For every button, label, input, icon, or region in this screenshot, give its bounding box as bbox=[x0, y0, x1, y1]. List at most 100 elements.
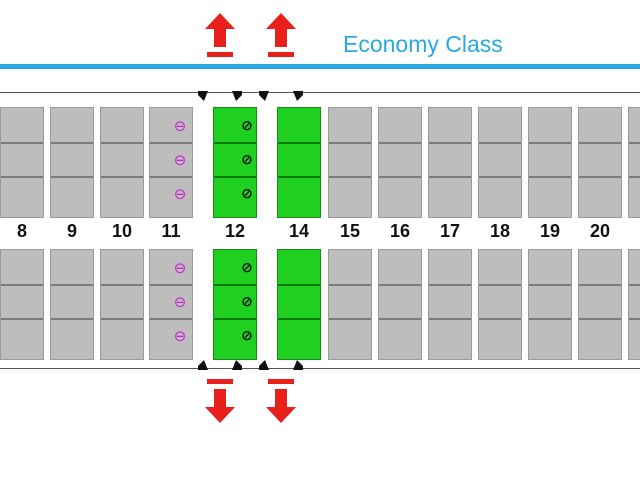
seat-divider bbox=[101, 318, 143, 320]
seat-divider bbox=[529, 284, 571, 286]
seat-divider bbox=[529, 176, 571, 178]
seat-divider bbox=[101, 142, 143, 144]
seat-divider bbox=[51, 142, 93, 144]
no-entry-icon: ⊘ bbox=[241, 328, 253, 344]
seat-block-row-16-upper[interactable] bbox=[378, 107, 422, 218]
row-number-2: 2 bbox=[628, 221, 640, 242]
seat-block-row-12-upper[interactable] bbox=[213, 107, 257, 218]
seat-divider bbox=[479, 142, 521, 144]
seat-divider bbox=[379, 142, 421, 144]
seat-block-row-2-lower[interactable] bbox=[628, 249, 640, 360]
exit-arrow-bottom-12-icon bbox=[205, 379, 235, 423]
exit-door-marker-icon bbox=[259, 360, 269, 370]
seat-divider bbox=[51, 318, 93, 320]
seat-block-row-10-lower[interactable] bbox=[100, 249, 144, 360]
seat-divider bbox=[429, 142, 471, 144]
seat-block-row-19-upper[interactable] bbox=[528, 107, 572, 218]
exit-arrow-bottom-14-icon bbox=[266, 379, 296, 423]
seat-divider bbox=[529, 318, 571, 320]
seat-divider bbox=[629, 176, 640, 178]
seat-block-row-12-lower[interactable] bbox=[213, 249, 257, 360]
exit-door-marker-icon bbox=[259, 91, 269, 101]
seat-block-row-8-lower[interactable] bbox=[0, 249, 44, 360]
no-entry-icon: ⊘ bbox=[241, 260, 253, 276]
no-entry-icon: ⊘ bbox=[241, 186, 253, 202]
minus-circle-icon: ⊖ bbox=[173, 327, 187, 345]
row-number-15: 15 bbox=[339, 221, 361, 241]
row-number-10: 10 bbox=[111, 221, 133, 241]
seat-block-row-15-lower[interactable] bbox=[328, 249, 372, 360]
seat-divider bbox=[429, 318, 471, 320]
seat-divider bbox=[379, 318, 421, 320]
seat-block-row-14-lower[interactable] bbox=[277, 249, 321, 360]
seat-divider bbox=[1, 176, 43, 178]
seat-divider bbox=[529, 142, 571, 144]
cabin-outline bbox=[0, 92, 640, 369]
seat-divider bbox=[1, 284, 43, 286]
seat-divider bbox=[278, 318, 320, 320]
seat-divider bbox=[278, 284, 320, 286]
seat-divider bbox=[329, 284, 371, 286]
seat-divider bbox=[579, 176, 621, 178]
exit-door-marker-icon bbox=[232, 91, 242, 101]
seat-block-row-9-lower[interactable] bbox=[50, 249, 94, 360]
seat-block-row-20-lower[interactable] bbox=[578, 249, 622, 360]
cabin-class-title: Economy Class bbox=[343, 31, 503, 57]
seat-divider bbox=[479, 318, 521, 320]
seat-divider bbox=[379, 284, 421, 286]
row-number-8: 8 bbox=[16, 221, 27, 241]
row-number-9: 9 bbox=[66, 221, 77, 241]
seat-divider bbox=[51, 176, 93, 178]
seat-block-row-14-upper[interactable] bbox=[277, 107, 321, 218]
row-number-18: 18 bbox=[489, 221, 511, 241]
row-number-20: 20 bbox=[589, 221, 611, 241]
seat-divider bbox=[150, 318, 192, 320]
seat-divider bbox=[101, 284, 143, 286]
seat-divider bbox=[479, 284, 521, 286]
exit-door-marker-icon bbox=[232, 360, 242, 370]
row-number-14: 14 bbox=[288, 221, 310, 241]
seat-block-row-18-lower[interactable] bbox=[478, 249, 522, 360]
seat-divider bbox=[1, 142, 43, 144]
seat-divider bbox=[214, 284, 256, 286]
seat-block-row-20-upper[interactable] bbox=[578, 107, 622, 218]
seat-divider bbox=[278, 142, 320, 144]
seat-block-row-8-upper[interactable] bbox=[0, 107, 44, 218]
seat-block-row-19-lower[interactable] bbox=[528, 249, 572, 360]
row-number-17: 17 bbox=[439, 221, 461, 241]
no-entry-icon: ⊘ bbox=[241, 118, 253, 134]
seat-block-row-17-upper[interactable] bbox=[428, 107, 472, 218]
seat-divider bbox=[479, 176, 521, 178]
seat-divider bbox=[379, 176, 421, 178]
seat-block-row-17-lower[interactable] bbox=[428, 249, 472, 360]
seat-divider bbox=[150, 142, 192, 144]
seat-divider bbox=[579, 142, 621, 144]
seat-block-row-10-upper[interactable] bbox=[100, 107, 144, 218]
minus-circle-icon: ⊖ bbox=[173, 117, 187, 135]
seat-block-row-11-lower[interactable] bbox=[149, 249, 193, 360]
seat-block-row-18-upper[interactable] bbox=[478, 107, 522, 218]
row-number-19: 19 bbox=[539, 221, 561, 241]
class-divider-line bbox=[0, 64, 640, 69]
seat-divider bbox=[329, 142, 371, 144]
seat-divider bbox=[629, 284, 640, 286]
seat-block-row-11-upper[interactable] bbox=[149, 107, 193, 218]
seat-divider bbox=[278, 176, 320, 178]
minus-circle-icon: ⊖ bbox=[173, 185, 187, 203]
seat-divider bbox=[214, 318, 256, 320]
seat-block-row-9-upper[interactable] bbox=[50, 107, 94, 218]
seat-divider bbox=[101, 176, 143, 178]
seat-block-row-15-upper[interactable] bbox=[328, 107, 372, 218]
seat-block-row-2-upper[interactable] bbox=[628, 107, 640, 218]
exit-door-marker-icon bbox=[293, 91, 303, 101]
row-number-11: 11 bbox=[161, 221, 181, 241]
exit-arrow-top-14-icon bbox=[266, 13, 296, 57]
seat-block-row-16-lower[interactable] bbox=[378, 249, 422, 360]
minus-circle-icon: ⊖ bbox=[173, 259, 187, 277]
seat-divider bbox=[429, 176, 471, 178]
exit-door-marker-icon bbox=[198, 360, 208, 370]
seat-divider bbox=[214, 176, 256, 178]
seat-divider bbox=[150, 176, 192, 178]
seat-divider bbox=[579, 284, 621, 286]
